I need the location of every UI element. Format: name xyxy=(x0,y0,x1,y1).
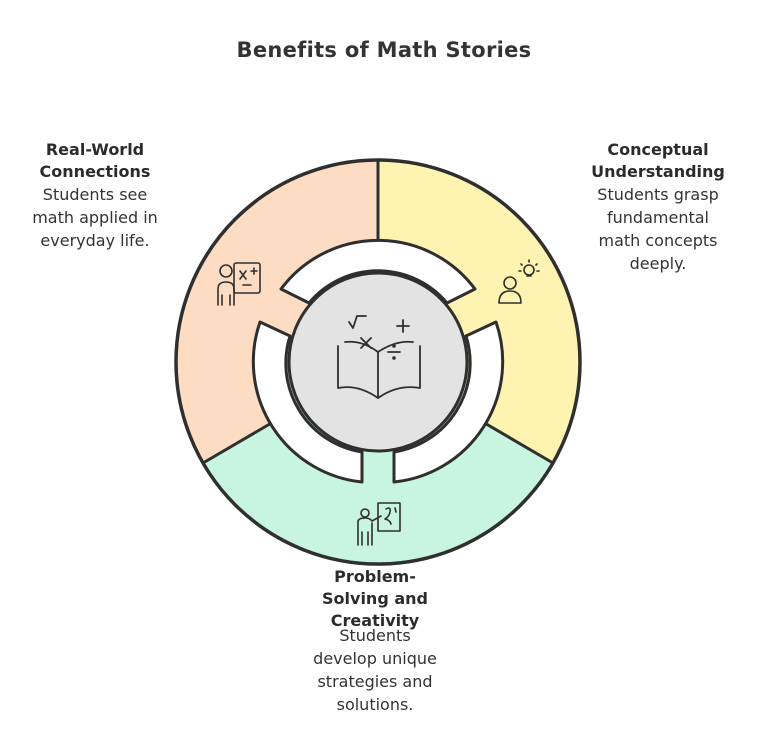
inner-arc-left xyxy=(251,320,364,484)
heading-line: Real-World xyxy=(45,140,145,159)
heading-line: Solving and xyxy=(322,589,428,608)
teacher-whiteboard-icon xyxy=(217,262,261,306)
diagram-title: Benefits of Math Stories xyxy=(236,38,532,62)
description-problem-solving: Students develop unique strategies and s… xyxy=(290,624,460,716)
body-line: math applied in xyxy=(32,208,158,227)
heading-line: Creativity xyxy=(330,611,420,630)
body-line: develop unique xyxy=(313,649,437,668)
label-conceptual: Conceptual Understanding Students grasp … xyxy=(578,139,738,275)
heading-line: Problem- xyxy=(334,567,416,586)
body-line: deeply. xyxy=(629,254,687,273)
body-line: Students xyxy=(339,626,411,645)
divider-right xyxy=(475,416,554,465)
label-real-world: Real-World Connections Students see math… xyxy=(10,139,180,252)
inner-ring xyxy=(251,238,505,484)
label-problem-solving: Problem- Solving and Creativity Students… xyxy=(290,566,460,716)
body-line: everyday life. xyxy=(40,231,150,250)
divider-left xyxy=(202,416,281,465)
body-line: solutions. xyxy=(336,695,414,714)
presenter-board-icon xyxy=(357,502,401,546)
body-line: Students see xyxy=(42,185,148,204)
description-conceptual: Students grasp fundamental math concepts… xyxy=(578,183,738,275)
body-line: fundamental xyxy=(607,208,709,227)
heading-problem-solving: Problem- Solving and Creativity xyxy=(290,566,460,632)
body-line: Students grasp xyxy=(597,185,719,204)
outer-ring-outline xyxy=(174,158,582,566)
inner-arc-top xyxy=(279,238,477,305)
student-lightbulb-icon xyxy=(498,259,540,304)
heading-conceptual: Conceptual Understanding xyxy=(578,139,738,183)
body-line: math concepts xyxy=(598,231,718,250)
heading-line: Conceptual xyxy=(607,140,709,159)
description-real-world: Students see math applied in everyday li… xyxy=(10,183,180,252)
heading-line: Connections xyxy=(39,162,151,181)
heading-real-world: Real-World Connections xyxy=(10,139,180,183)
math-book-icon xyxy=(337,315,421,399)
inner-arc-right xyxy=(392,320,505,484)
body-line: strategies and xyxy=(317,672,433,691)
heading-line: Understanding xyxy=(591,162,725,181)
